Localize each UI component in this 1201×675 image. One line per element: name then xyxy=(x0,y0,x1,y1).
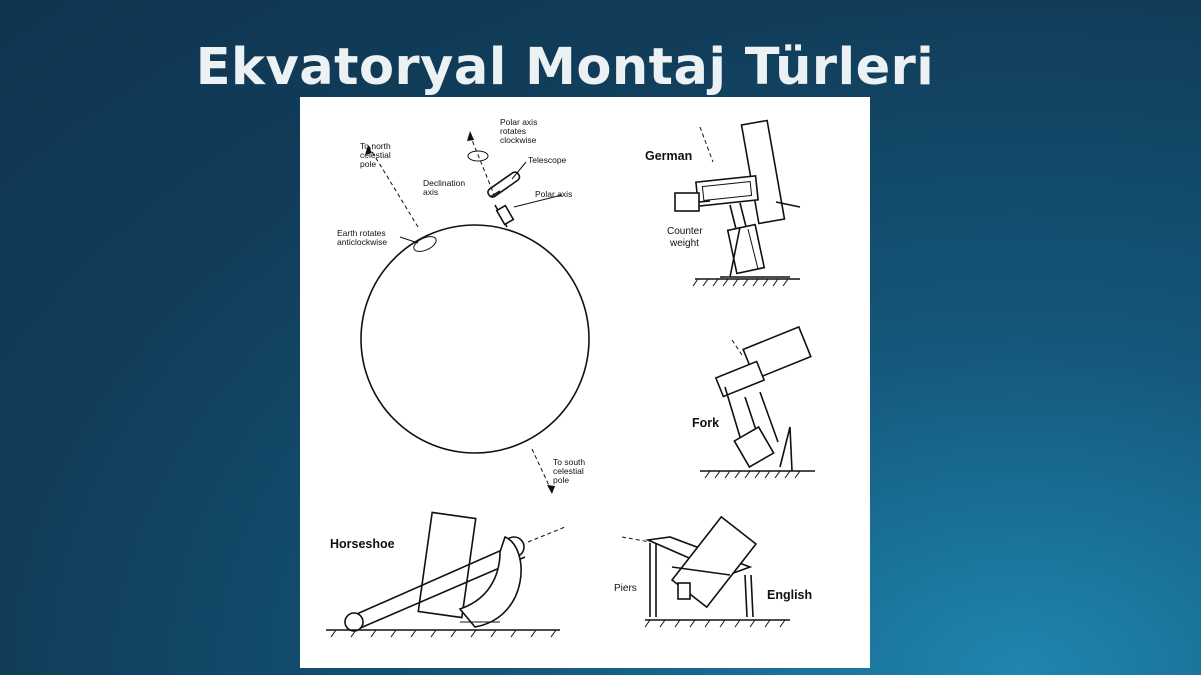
earth-globe-diagram: To north celestial pole Polar axis rotat… xyxy=(337,117,590,494)
equatorial-mounts-figure: To north celestial pole Polar axis rotat… xyxy=(300,97,870,668)
mount-illustrations: To north celestial pole Polar axis rotat… xyxy=(326,117,815,638)
fork-label: Fork xyxy=(692,416,719,430)
earth-rotation-marker xyxy=(413,236,437,252)
north-pole-label-line3: pole xyxy=(360,159,376,169)
polar-rotation-label-line1: Polar axis xyxy=(500,117,537,127)
piers-label: Piers xyxy=(614,583,637,594)
south-pole-label-line2: celestial xyxy=(553,466,584,476)
polar-rotation-label-line2: rotates xyxy=(500,126,526,136)
counterweight-label-line2: weight xyxy=(669,238,699,249)
south-pole-arrowhead xyxy=(547,485,555,494)
english-label: English xyxy=(767,588,812,602)
german-label: German xyxy=(645,149,692,163)
north-pole-label-line2: celestial xyxy=(360,150,391,160)
polar-axis-label: Polar axis xyxy=(535,189,572,199)
polar-rotation-label-line3: clockwise xyxy=(500,135,537,145)
south-pole-label-line3: pole xyxy=(553,475,569,485)
slide-title: Ekvatoryal Montaj Türleri xyxy=(195,38,935,97)
south-pole-label-line1: To south xyxy=(553,457,585,467)
horseshoe-mount-drawing: Horseshoe xyxy=(326,511,566,638)
earth-rotation-label-line1: Earth rotates xyxy=(337,228,386,238)
mini-telescope xyxy=(467,131,521,228)
north-pole-arrowhead xyxy=(365,145,372,155)
declination-label-line1: Declination xyxy=(423,178,465,188)
fork-mount-drawing: Fork xyxy=(692,325,815,479)
english-mount-drawing: Piers English xyxy=(614,515,812,628)
german-mount-drawing: German Counter weight xyxy=(645,119,801,287)
earth-globe xyxy=(360,224,590,454)
horseshoe-label: Horseshoe xyxy=(330,537,395,551)
south-pole-arrow xyxy=(531,448,553,493)
counterweight-label-line1: Counter xyxy=(667,226,703,237)
north-pole-arrow xyxy=(367,144,419,228)
declination-label-line2: axis xyxy=(423,187,438,197)
north-pole-label-line1: To north xyxy=(360,141,391,151)
earth-rotation-label-line2: anticlockwise xyxy=(337,237,387,247)
telescope-label: Telescope xyxy=(528,155,567,165)
